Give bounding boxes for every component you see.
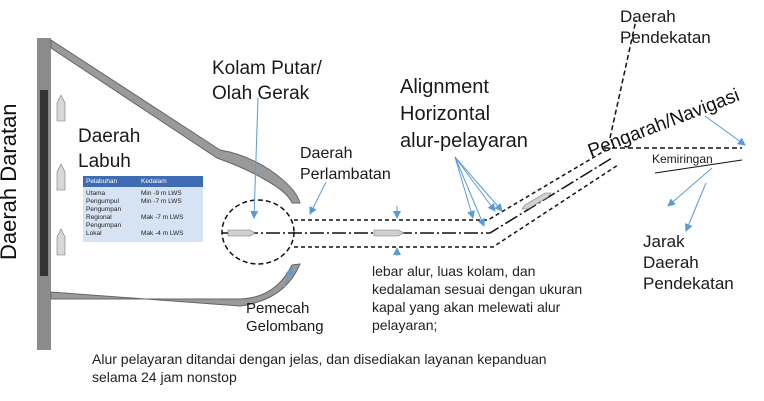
table-header: Kedalam <box>138 176 203 187</box>
approach-area-label: Daerah Pendekatan <box>620 7 711 47</box>
approach-distance-label: Jarak Daerah Pendekatan <box>643 232 734 293</box>
slope-line <box>654 159 743 174</box>
table-cell: Min -9 m LWS <box>141 190 182 197</box>
breakwater-north <box>50 39 301 204</box>
table-header: Pelabuhan <box>83 176 139 187</box>
slowdown-area-label: Daerah Perlambatan <box>300 145 391 183</box>
table-cell: Regional <box>86 214 112 221</box>
table-cell: Min -7 m LWS <box>141 198 182 205</box>
table-row: Regional Mak -7 m LWS <box>83 214 203 222</box>
ship-icon <box>227 192 552 237</box>
table-cell: Mak -7 m LWS <box>141 214 184 221</box>
table-cell <box>138 222 203 230</box>
table-cell: Lokal <box>86 230 102 237</box>
turning-basin <box>221 199 295 265</box>
table-row: Utama Min -9 m LWS <box>83 187 203 198</box>
pointer-arrows <box>250 97 746 289</box>
table-row: Pengumpan <box>83 222 203 230</box>
table-row: Lokal Mak -4 m LWS <box>83 230 203 242</box>
table-cell: Pengumpan <box>86 206 122 213</box>
turning-basin-label: Kolam Putar/ Olah Gerak <box>212 58 322 104</box>
table-cell <box>138 206 203 214</box>
depth-table: Pelabuhan Kedalam Utama Min -9 m LWS Peng… <box>83 176 203 242</box>
table-cell: Utama <box>86 190 106 197</box>
quay-wall <box>40 90 48 276</box>
anchorage-label: Daerah Labuh <box>78 126 141 172</box>
table-row: Pengumpan <box>83 206 203 214</box>
breakwater-south <box>50 263 301 307</box>
channel-service-note: Alur pelayaran ditandai dengan jelas, da… <box>92 351 547 385</box>
table-row: Pengumpul Min -7 m LWS <box>83 198 203 206</box>
alignment-label: Alignment Horizontal alur-pelayaran <box>400 76 528 152</box>
ship-icon <box>56 94 66 256</box>
slope-label: Kemiringan <box>652 152 713 166</box>
table-cell: Pengumpul <box>86 198 119 205</box>
navigation-channel <box>222 149 619 248</box>
table-cell: Pengumpan <box>86 222 122 229</box>
land-label: Daerah Daratan <box>0 103 21 260</box>
channel-requirements-text: lebar alur, luas kolam, dan kedalaman se… <box>372 263 583 333</box>
breakwater-label: Pemecah Gelombang <box>246 300 324 335</box>
approach-line <box>609 19 637 139</box>
table-cell: Mak -4 m LWS <box>141 230 184 237</box>
